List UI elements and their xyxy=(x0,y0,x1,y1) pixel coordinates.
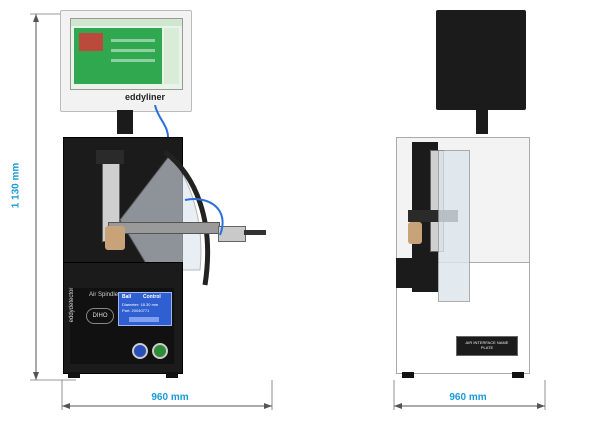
start-button[interactable] xyxy=(132,343,148,359)
side-glass-guard xyxy=(438,150,470,302)
side-monitor-stand xyxy=(476,110,488,134)
screen-title-right: Control xyxy=(143,294,161,300)
monitor-screen xyxy=(70,18,183,90)
brand-logo: DIHO xyxy=(86,308,114,324)
front-foot-left xyxy=(68,372,80,378)
height-dimension xyxy=(30,13,76,381)
control-screen[interactable]: Ball Control Diameter: 18.30 mm Part: 20… xyxy=(118,292,172,326)
nameplate-text: AIR INTERFACE NAME PLATE xyxy=(465,340,509,350)
side-nameplate: AIR INTERFACE NAME PLATE xyxy=(456,336,518,356)
front-width-dimension xyxy=(61,380,273,410)
front-cable-lead xyxy=(244,230,266,235)
front-probe-body xyxy=(105,226,125,250)
side-monitor xyxy=(436,10,526,110)
side-base-block xyxy=(396,258,436,288)
screen-line2: Part: 20040771 xyxy=(122,308,150,313)
side-width-dimension xyxy=(393,380,546,410)
control-panel-side-label: eddydetector xyxy=(69,287,75,323)
front-glass-guard xyxy=(119,150,211,286)
screen-title-left: Ball xyxy=(122,294,132,300)
front-foot-right xyxy=(166,372,178,378)
side-foot-left xyxy=(402,372,414,378)
stop-button[interactable] xyxy=(152,343,168,359)
side-foot-right xyxy=(512,372,524,378)
front-slide-head xyxy=(96,150,124,164)
screen-line1: Diameter: 18.30 mm xyxy=(122,302,159,307)
monitor-stand xyxy=(117,110,133,134)
front-blue-cable xyxy=(184,198,224,236)
height-dimension-label: 1 130 mm xyxy=(10,162,22,209)
side-width-label: 960 mm xyxy=(449,392,487,403)
monitor-brand: eddyliner xyxy=(125,92,166,102)
side-probe xyxy=(408,222,422,244)
spindle-label: Air Spindle xyxy=(89,292,119,298)
front-width-label: 960 mm xyxy=(151,392,189,403)
